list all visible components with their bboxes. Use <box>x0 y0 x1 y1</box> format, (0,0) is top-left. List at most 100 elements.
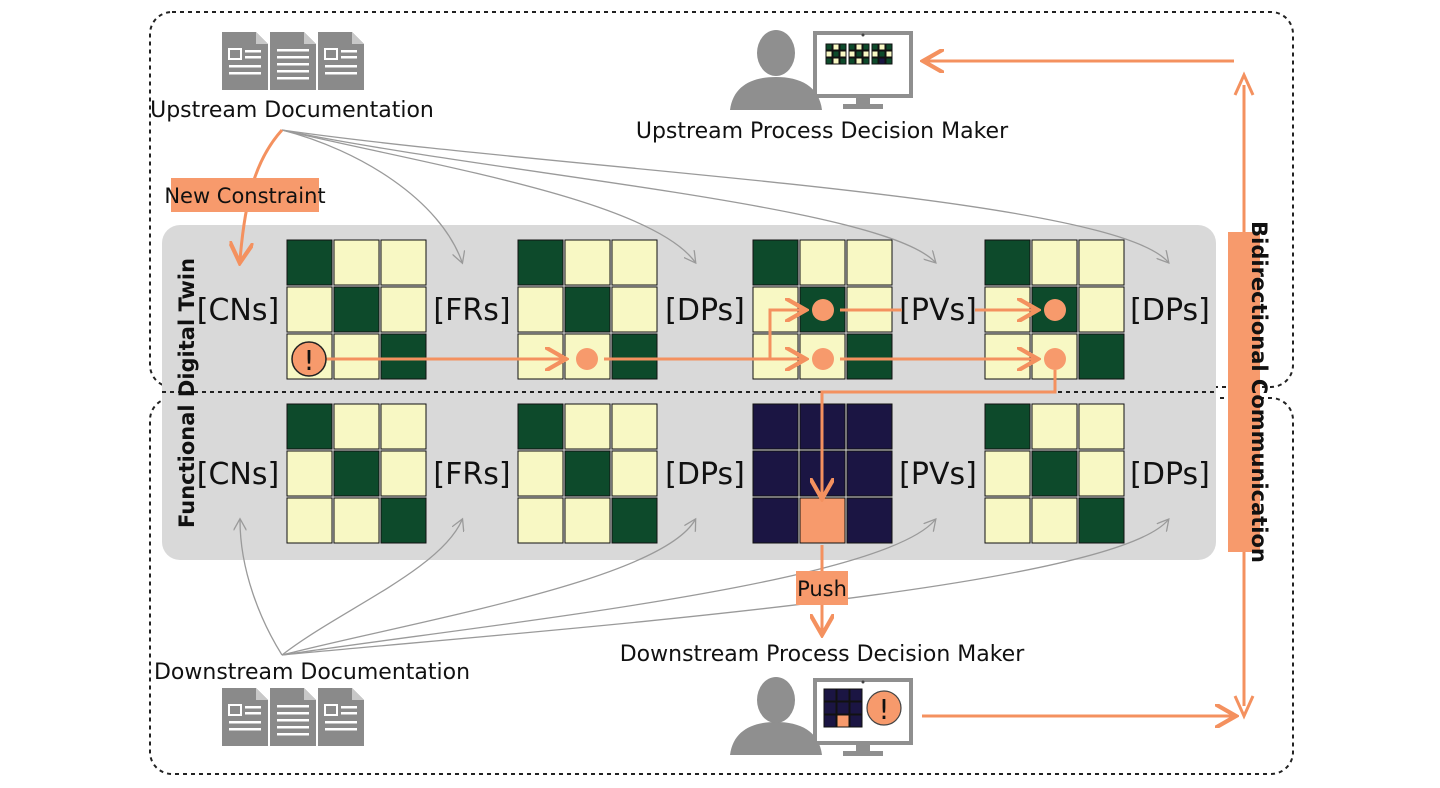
flow-dot <box>1044 348 1066 370</box>
matrix-cell <box>517 333 564 380</box>
matrix-cell <box>333 239 380 286</box>
matrix-cell <box>832 43 840 51</box>
matrix-cell <box>848 57 856 65</box>
flow-dot <box>576 348 598 370</box>
matrix-cell <box>871 50 879 58</box>
matrix-cell <box>752 497 799 544</box>
matrix-cell <box>380 403 427 450</box>
matrix-cell <box>333 333 380 380</box>
matrix-cell <box>286 239 333 286</box>
matrix-cell <box>1078 239 1125 286</box>
upstream-doc-connectors <box>281 129 1168 262</box>
matrix-cell <box>862 50 870 58</box>
design-matrix-updated <box>752 403 893 544</box>
matrix-cell <box>885 57 893 65</box>
matrix-cell <box>1078 286 1125 333</box>
matrix-cell <box>286 286 333 333</box>
domain-label: [DPs] <box>665 457 745 492</box>
domain-label: [CNs] <box>197 293 279 328</box>
matrix-cell <box>380 286 427 333</box>
upstream-docs-icons <box>222 32 364 90</box>
document-icon <box>318 32 364 90</box>
matrix-cell <box>984 239 1031 286</box>
domain-labels-top: [CNs] [FRs] [DPs] [PVs] [DPs] <box>197 293 1210 328</box>
matrix-cell <box>752 239 799 286</box>
matrix-cell <box>517 497 564 544</box>
matrix-cell <box>611 239 658 286</box>
matrix-cell <box>286 403 333 450</box>
downstream-docs-icons <box>222 688 364 746</box>
upstream-dm-label: Upstream Process Decision Maker <box>636 119 1009 144</box>
matrix-cell <box>832 50 840 58</box>
design-matrix <box>984 403 1125 544</box>
matrix-cell <box>1031 403 1078 450</box>
fdt-label: Functional Digital Twin <box>175 258 199 528</box>
flow-dot <box>812 348 834 370</box>
matrix-cell <box>855 50 863 58</box>
flow-dot <box>812 299 834 321</box>
mini-matrix <box>823 688 863 728</box>
matrix-cell <box>517 403 564 450</box>
document-icon <box>222 688 268 746</box>
new-constraint-label: New Constraint <box>164 184 325 208</box>
bidirectional-text: Bidirectional Communication <box>1247 221 1271 563</box>
design-matrix <box>517 403 658 544</box>
matrix-cell <box>799 497 846 544</box>
alert-icon <box>866 690 902 726</box>
matrix-cell <box>611 497 658 544</box>
matrix-cell <box>752 333 799 380</box>
domain-label: [DPs] <box>1130 293 1210 328</box>
matrix-cell <box>823 714 837 728</box>
mini-matrix <box>871 43 893 65</box>
domain-label: [FRs] <box>433 293 510 328</box>
matrix-cell <box>855 43 863 51</box>
matrix-cell <box>380 450 427 497</box>
person-icon <box>730 30 822 110</box>
matrix-cell <box>517 450 564 497</box>
design-matrix <box>286 403 427 544</box>
matrix-cell <box>752 403 799 450</box>
matrix-cell <box>823 701 837 715</box>
matrix-cell <box>1078 450 1125 497</box>
person-icon <box>730 677 822 755</box>
matrix-cell <box>564 239 611 286</box>
matrix-cell <box>984 450 1031 497</box>
document-icon <box>318 688 364 746</box>
monitor-screen-grids <box>825 43 893 65</box>
matrix-cell <box>846 333 893 380</box>
matrix-cell <box>333 403 380 450</box>
matrix-cell <box>823 688 837 702</box>
matrix-cell <box>848 43 856 51</box>
matrix-cell <box>564 450 611 497</box>
matrix-cell <box>836 701 850 715</box>
design-matrix <box>517 239 658 380</box>
matrix-cell <box>846 497 893 544</box>
matrix-cell <box>849 688 863 702</box>
matrix-cell <box>878 57 886 65</box>
matrix-cell <box>380 333 427 380</box>
matrix-cell <box>862 57 870 65</box>
downstream-dm-label: Downstream Process Decision Maker <box>620 642 1025 667</box>
document-icon <box>270 32 316 90</box>
document-icon <box>222 32 268 90</box>
domain-label: [CNs] <box>197 457 279 492</box>
matrix-cell <box>517 239 564 286</box>
document-icon <box>270 688 316 746</box>
domain-label: [DPs] <box>665 293 745 328</box>
mini-matrix <box>825 43 847 65</box>
matrix-cell <box>878 50 886 58</box>
matrix-cell <box>825 50 833 58</box>
matrix-cell <box>885 43 893 51</box>
matrix-cell <box>1031 239 1078 286</box>
upstream-doc-label: Upstream Documentation <box>150 98 434 123</box>
matrix-cell <box>380 239 427 286</box>
matrix-cell <box>611 450 658 497</box>
push-label: Push <box>797 577 847 601</box>
matrix-cell <box>849 701 863 715</box>
matrix-cell <box>611 286 658 333</box>
monitor-screen-grid <box>823 688 863 728</box>
matrix-cell <box>564 497 611 544</box>
matrix-cell <box>846 239 893 286</box>
matrix-cell <box>825 43 833 51</box>
